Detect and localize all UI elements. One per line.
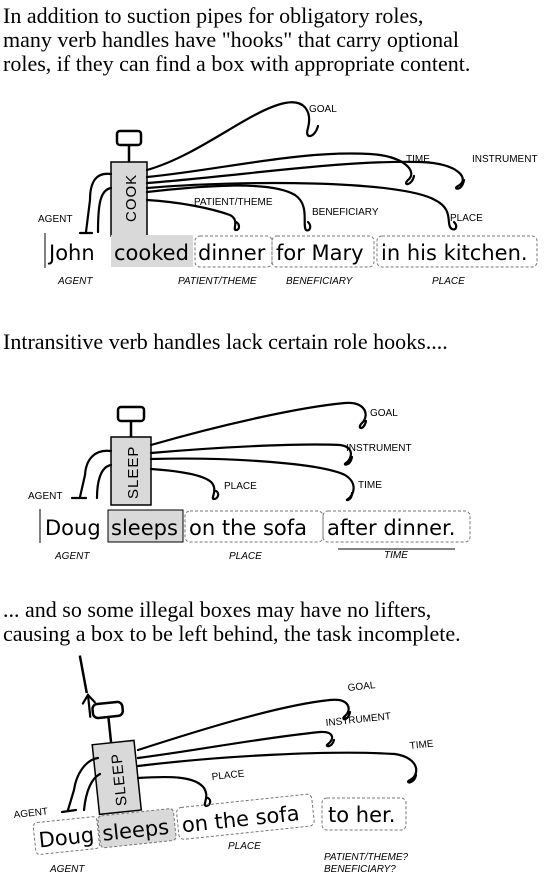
sleep-agent-label: AGENT bbox=[28, 491, 62, 502]
illegal-agent-label: AGENT bbox=[13, 806, 48, 821]
word-john: John bbox=[47, 241, 95, 265]
instrument-label: INSTRUMENT bbox=[472, 154, 538, 165]
goal-hook bbox=[145, 101, 320, 172]
role-agent: AGENT bbox=[57, 276, 93, 287]
illegal-role-agent: AGENT bbox=[49, 864, 85, 875]
sleep-instrument-label: INSTRUMENT bbox=[346, 443, 412, 454]
word-for-mary: for Mary bbox=[276, 241, 364, 265]
sleep-agent-leg bbox=[78, 449, 113, 499]
role-beneficiary: BENEFICIARY bbox=[286, 276, 354, 287]
patient-hook bbox=[145, 198, 241, 232]
sleep-time-hook bbox=[149, 457, 355, 502]
sleep-place-label: PLACE bbox=[224, 481, 257, 492]
illegal-instrument-label: INSTRUMENT bbox=[325, 711, 391, 729]
illegal-agent-leg bbox=[66, 756, 100, 812]
cook-diagram: COOK GOAL TIME INSTRUMENT PATIENT/THEME … bbox=[38, 101, 538, 287]
place-hook bbox=[145, 181, 458, 231]
intransitive-line-1: Intransitive verb handles lack certain r… bbox=[3, 329, 448, 354]
intro-paragraph: In addition to suction pipes for obligat… bbox=[3, 4, 470, 76]
intransitive-paragraph: Intransitive verb handles lack certain r… bbox=[3, 330, 448, 354]
illegal-role-place: PLACE bbox=[228, 841, 261, 852]
illegal-verb-label: SLEEP bbox=[108, 752, 130, 807]
illegal-time-hook bbox=[136, 751, 418, 784]
illegal-word-to-her: to her. bbox=[328, 803, 395, 827]
word-sleeps: sleeps bbox=[111, 516, 178, 540]
instrument-hook bbox=[145, 160, 466, 190]
role-place: PLACE bbox=[432, 276, 465, 287]
sleep-time-label: TIME bbox=[358, 480, 382, 491]
place-label: PLACE bbox=[450, 213, 483, 224]
sleep-diagram: SLEEP GOAL INSTRUMENT TIME PLACE AGENT D… bbox=[28, 401, 471, 562]
intro-line-1: In addition to suction pipes for obligat… bbox=[3, 3, 424, 28]
sleep-handle: SLEEP bbox=[110, 405, 152, 506]
cook-verb-label: COOK bbox=[123, 174, 140, 222]
intro-line-3: roles, if they can find a box with appro… bbox=[3, 51, 471, 76]
illegal-word-doug: Doug bbox=[37, 823, 95, 853]
illegal-role-patient-theme: PATIENT/THEME? bbox=[324, 852, 409, 863]
agent-label: AGENT bbox=[38, 214, 72, 225]
illegal-line-1: ... and so some illegal boxes may have n… bbox=[3, 597, 432, 622]
illegal-role-beneficiary: BENEFICIARY? bbox=[324, 864, 396, 875]
box-for-mary bbox=[271, 235, 375, 268]
role-patient-theme: PATIENT/THEME bbox=[178, 276, 257, 287]
sleep-role-place: PLACE bbox=[229, 551, 262, 562]
sleep-role-time: TIME bbox=[384, 550, 408, 561]
cook-handle: COOK bbox=[110, 129, 148, 237]
word-after-dinner: after dinner. bbox=[327, 516, 455, 540]
cook-agent-leg bbox=[84, 172, 113, 234]
sleep-role-agent: AGENT bbox=[54, 551, 90, 562]
illegal-line-2: causing a box to be left behind, the tas… bbox=[3, 621, 461, 646]
illegal-place-hook bbox=[136, 775, 212, 808]
word-dinner: dinner bbox=[198, 241, 266, 265]
illegal-goal-label: GOAL bbox=[347, 680, 376, 694]
illegal-place-label: PLACE bbox=[211, 769, 245, 783]
illegal-diagram: SLEEP GOAL INSTRUMENT TIME PLACE AGENT D… bbox=[13, 655, 434, 875]
time-hook bbox=[145, 152, 416, 186]
box-in-his-kitchen bbox=[376, 235, 538, 268]
word-cooked: cooked bbox=[114, 241, 189, 265]
sleep-goal-hook bbox=[149, 401, 368, 447]
word-on-the-sofa: on the sofa bbox=[189, 516, 307, 540]
beneficiary-label: BENEFICIARY bbox=[312, 207, 379, 218]
tilted-handle: SLEEP bbox=[78, 655, 143, 816]
sleep-goal-label: GOAL bbox=[370, 408, 398, 419]
sleep-verb-label: SLEEP bbox=[125, 446, 142, 499]
box-on-the-sofa bbox=[184, 510, 324, 543]
box-dinner bbox=[194, 235, 273, 268]
illegal-goal-hook bbox=[136, 698, 352, 752]
goal-label: GOAL bbox=[309, 104, 337, 115]
word-doug: Doug bbox=[45, 516, 101, 540]
sleep-instrument-hook bbox=[149, 443, 354, 466]
time-label: TIME bbox=[406, 154, 430, 165]
sleep-place-hook bbox=[149, 467, 220, 501]
word-in-his-kitchen: in his kitchen. bbox=[381, 241, 528, 265]
patient-theme-label: PATIENT/THEME bbox=[194, 197, 273, 208]
illegal-word-on-the-sofa: on the sofa bbox=[181, 801, 301, 837]
illegal-instrument-hook bbox=[136, 730, 336, 760]
illegal-time-label: TIME bbox=[409, 739, 434, 752]
illegal-paragraph: ... and so some illegal boxes may have n… bbox=[3, 598, 461, 646]
box-to-her-left-behind bbox=[321, 797, 407, 831]
beneficiary-hook bbox=[145, 184, 312, 232]
intro-line-2: many verb handles have "hooks" that carr… bbox=[3, 27, 459, 52]
box-after-dinner bbox=[322, 510, 471, 543]
